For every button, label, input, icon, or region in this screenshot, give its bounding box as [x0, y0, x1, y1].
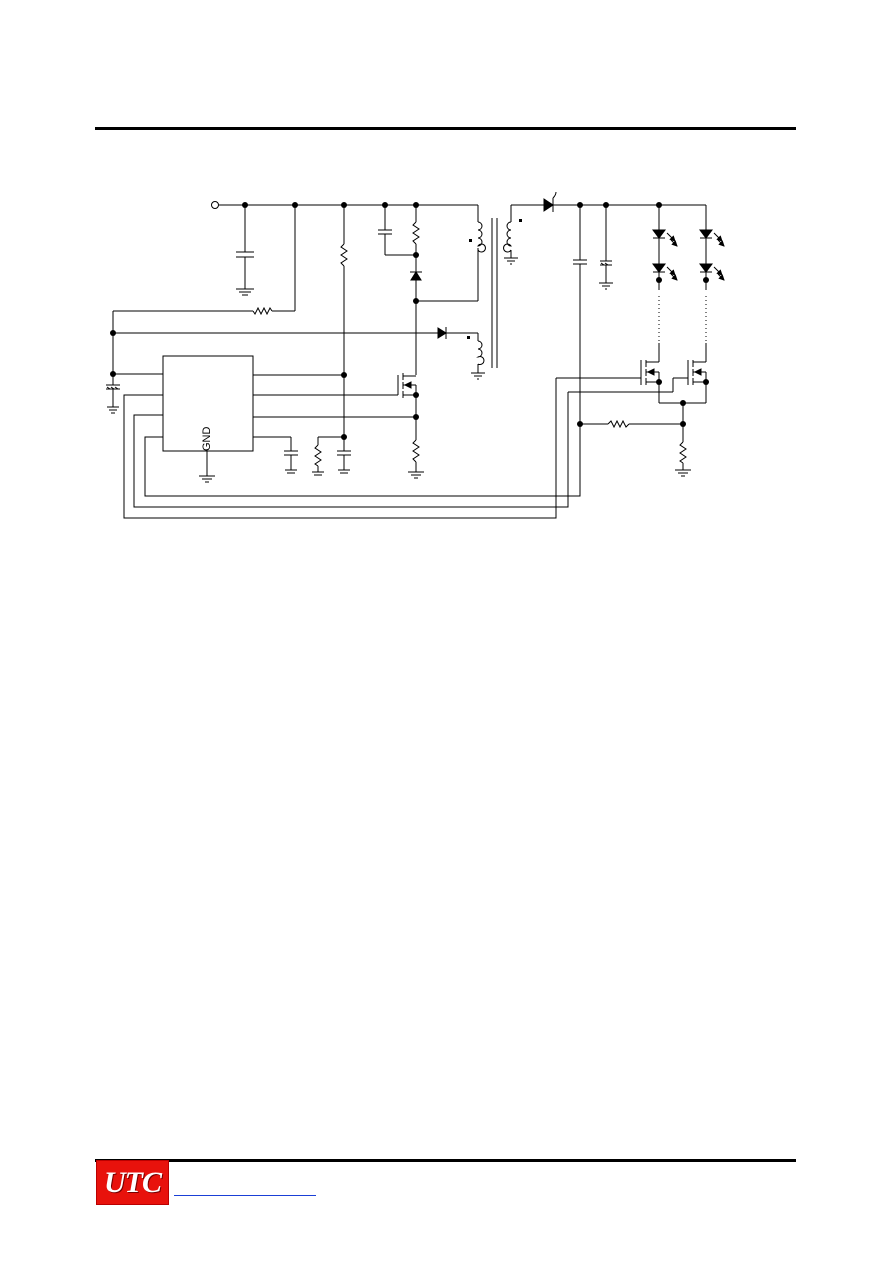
compensation-capacitor: [284, 437, 298, 474]
feed-resistor: [340, 205, 348, 451]
output-diode: [511, 191, 557, 212]
led-string-1: [652, 205, 678, 362]
return-wires: [123, 378, 581, 519]
startup-resistor: [112, 205, 296, 333]
website-link[interactable]: [174, 1195, 316, 1196]
dimming-mosfet-1: [640, 360, 660, 385]
output-capacitor: [599, 205, 613, 290]
utc-logo: UTC: [96, 1160, 169, 1205]
led-sense-resistor: [675, 441, 691, 477]
ovp-capacitor: [573, 205, 587, 424]
ground-symbol: [236, 288, 254, 296]
input-terminal: [211, 201, 219, 209]
ct-capacitor: [337, 450, 351, 474]
rt-resistor: [312, 437, 324, 476]
snubber-diode: [410, 255, 422, 301]
gnd-pin-label: GND: [201, 427, 213, 452]
header-rule: [95, 127, 796, 130]
transformer: [467, 205, 522, 380]
snubber-capacitor: [378, 205, 416, 256]
footer-rule: [95, 1159, 796, 1162]
aux-diode: [113, 327, 479, 341]
input-rail: [219, 204, 479, 222]
input-capacitor: [236, 205, 254, 289]
feedback-resistor: [580, 419, 683, 429]
logo-text: UTC: [104, 1165, 162, 1199]
snubber-resistor: [412, 205, 420, 255]
primary-mosfet: [397, 301, 417, 398]
led-string-2: [699, 205, 725, 362]
controller-ic: GND: [162, 355, 254, 483]
current-sense-resistor: [408, 439, 424, 479]
